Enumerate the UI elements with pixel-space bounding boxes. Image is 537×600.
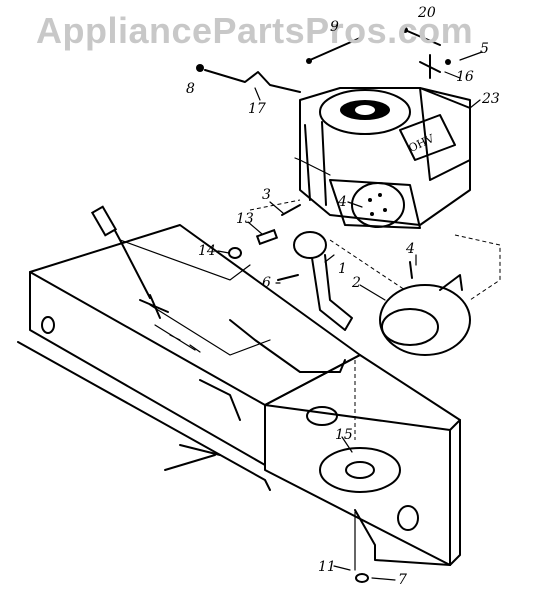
callout-1: 1 [338, 261, 347, 277]
lever-grip [90, 205, 118, 237]
callout-4a: 4 [338, 194, 347, 210]
align-line-shield [329, 234, 501, 301]
gear-quadrant [199, 379, 241, 421]
part-13-spacer [255, 228, 279, 246]
part-11-washer [355, 573, 369, 583]
callout-23: 23 [482, 91, 500, 107]
engine-label-plate [399, 114, 456, 161]
tractor-frame [17, 224, 461, 566]
engine-top-cap-center [355, 105, 375, 115]
part-16-bracket [419, 54, 441, 79]
callout-4b: 4 [406, 241, 415, 257]
shield-inner [381, 308, 439, 346]
shift-lever [90, 205, 241, 421]
part-20-bolt [404, 29, 441, 46]
exhaust-flange [293, 231, 327, 259]
engine-bolt [294, 157, 331, 176]
frame-top-deck [29, 224, 361, 406]
leader-lines [217, 51, 483, 581]
shield-bracket [439, 274, 463, 291]
part-5-nut [445, 59, 451, 65]
callout-2: 2 [352, 275, 361, 291]
muffler [351, 182, 405, 228]
part-8-clip [196, 64, 204, 72]
align-line-bolt [249, 199, 301, 211]
callout-15: 15 [335, 427, 353, 443]
frame-rear-top [264, 354, 461, 431]
air-filter-housing [419, 87, 471, 181]
part-3-bolt [281, 204, 301, 216]
frame-side-hole [397, 505, 419, 531]
steering-plate [229, 319, 346, 373]
callout-11: 11 [318, 559, 336, 575]
frame-rear-hole [306, 406, 338, 426]
pulley-hub [345, 461, 375, 479]
callout-6: 6 [262, 275, 271, 291]
callout-9: 9 [330, 19, 339, 35]
callout-16: 16 [456, 69, 474, 85]
frame-rear-panel [264, 404, 451, 566]
callout-20: 20 [418, 5, 436, 21]
frame-lower-rail [17, 341, 271, 491]
frame-bracket [149, 304, 271, 356]
shield-outer [379, 284, 471, 356]
part-17-rod [204, 69, 301, 93]
frame-cutout [119, 239, 251, 281]
callout-3: 3 [262, 187, 271, 203]
exhaust-pipe [311, 254, 353, 331]
callout-5: 5 [480, 41, 489, 57]
axle-rod [164, 444, 221, 471]
callout-17: 17 [248, 101, 266, 117]
engine-flywheel-cover [319, 89, 411, 135]
engine [294, 87, 471, 229]
callout-7: 7 [398, 572, 407, 588]
part-9-bolt [309, 37, 361, 61]
part-4b-screw [409, 261, 413, 279]
part-2-shield [379, 274, 471, 356]
pulley-opening [319, 447, 401, 493]
frame-hole [41, 316, 55, 334]
gear-rack [154, 324, 201, 353]
frame-rear-edge [449, 419, 461, 566]
callout-13: 13 [236, 211, 254, 227]
part-6-bolt [277, 274, 299, 281]
lever-bracket [139, 294, 169, 319]
dipstick-tube [304, 121, 327, 206]
part-1-exhaust [293, 231, 353, 331]
callout-8: 8 [186, 81, 195, 97]
part-14-nut [228, 247, 242, 259]
frame-rear-skirt [354, 509, 451, 566]
callout-14: 14 [198, 243, 216, 259]
